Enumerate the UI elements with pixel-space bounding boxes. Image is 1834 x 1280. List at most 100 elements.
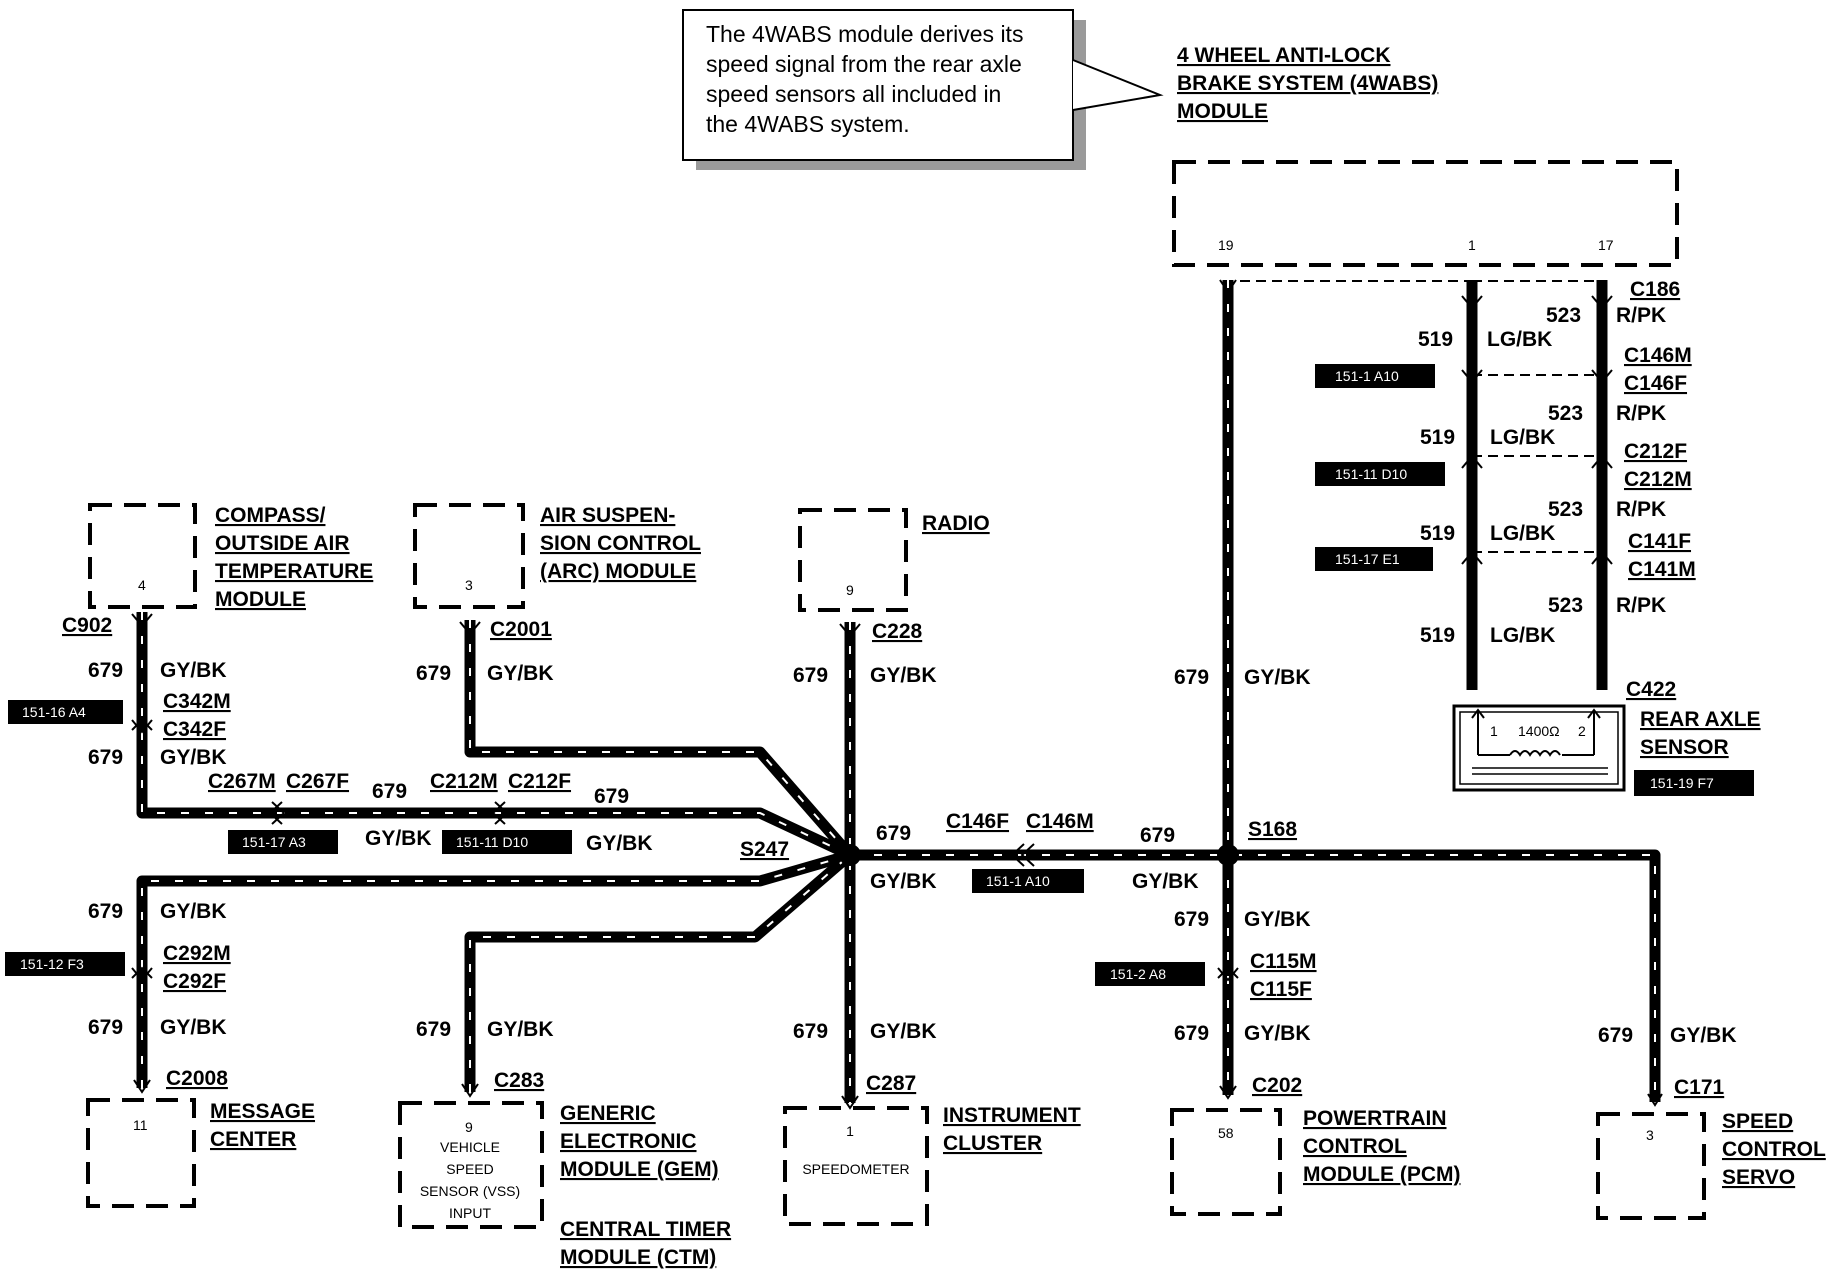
compass-title-4: MODULE [215,588,306,611]
connector-c212m-rear: C212M [1624,468,1692,491]
connector-c342f: C342F [163,718,226,741]
wire-color: GY/BK [365,827,432,850]
wire-circuit: 679 [594,785,629,808]
rear-left-circuit: 519 [1418,328,1453,351]
arc-title-1: AIR SUSPEN- [540,504,675,527]
rear-right-circuit: 523 [1546,304,1581,327]
pcm-title-3: MODULE (PCM) [1303,1163,1460,1186]
compass-title-2: OUTSIDE AIR [215,532,350,555]
rear-right-color: R/PK [1616,304,1666,327]
wire-color: GY/BK [1244,908,1311,931]
wire-circuit: 679 [1140,824,1175,847]
servo-pin: 3 [1646,1127,1654,1143]
rear-right-color: R/PK [1616,594,1666,617]
pcm-title-1: POWERTRAIN [1303,1107,1447,1130]
connector-c228: C228 [872,620,923,643]
connector-c283: C283 [494,1069,544,1092]
compass-pin: 4 [138,577,146,593]
rear-right-circuit: 523 [1548,402,1583,425]
ref-tag-text: 151-2 A8 [1110,966,1166,982]
ref-tag: 151-2 A8 [1095,962,1205,986]
connector-c212f-rear: C212F [1624,440,1687,463]
arc-pin: 3 [465,577,473,593]
connector-c287: C287 [866,1072,916,1095]
abs-module-box [1172,160,1679,267]
gem-module-box [398,1101,544,1229]
splice-s168-label: S168 [1248,818,1297,841]
message-center-title-2: CENTER [210,1128,296,1151]
sensor-title-1: REAR AXLE [1640,708,1761,731]
pcm-title-2: CONTROL [1303,1135,1407,1158]
ref-tag-text: 151-1 A10 [986,873,1050,889]
ref-tag: 151-1 A10 [972,869,1084,893]
rear-left-color: LG/BK [1490,624,1555,647]
abs-title-3: MODULE [1177,100,1268,123]
rear-right-color: R/PK [1616,402,1666,425]
ctm-title-1: CENTRAL TIMER [560,1218,731,1241]
ref-tag: 151-17 E1 [1315,547,1433,571]
gem-module: 9 VEHICLE SPEED SENSOR (VSS) INPUT GENER… [398,1101,731,1269]
connector-c422: C422 [1626,678,1676,701]
wire-color: GY/BK [160,659,227,682]
message-center-title-1: MESSAGE [210,1100,315,1123]
wire-circuit: 679 [1598,1024,1633,1047]
wire-circuit: 679 [793,664,828,687]
radio-pin: 9 [846,582,854,598]
wire-circuit: 679 [416,1018,451,1041]
servo-title-3: SERVO [1722,1166,1795,1189]
connector-c342m: C342M [163,690,231,713]
wire-color: GY/BK [1132,870,1199,893]
gem-inner-2: SPEED [446,1161,493,1177]
ref-tag-text: 151-16 A4 [22,704,86,720]
cluster-title-1: INSTRUMENT [943,1104,1081,1127]
connector-c212f: C212F [508,770,571,793]
wire-color: GY/BK [487,662,554,685]
wire-circuit: 679 [1174,1022,1209,1045]
wire-color: GY/BK [160,746,227,769]
connector-c2008: C2008 [166,1067,228,1090]
wire-harness [136,280,1661,1103]
rear-left-circuit: 519 [1420,522,1455,545]
ref-tag-text: 151-11 D10 [456,834,528,850]
compass-module-box [88,503,197,609]
ref-tag: 151-1 A10 [1315,364,1435,388]
ref-tag: 151-11 D10 [442,830,572,854]
wire-circuit: 679 [88,659,123,682]
connector-c141f: C141F [1628,530,1691,553]
wire-circuit: 679 [88,746,123,769]
abs-module: 4 WHEEL ANTI-LOCK BRAKE SYSTEM (4WABS) M… [1172,44,1679,267]
servo-module: 3 SPEED CONTROL SERVO [1596,1110,1826,1220]
wire-color: GY/BK [487,1018,554,1041]
wire-color: GY/BK [1244,666,1311,689]
wire-circuit: 679 [1174,666,1209,689]
wire-circuit: 679 [372,780,407,803]
sensor-resistance: 1400Ω [1518,723,1560,739]
cluster-inner: SPEEDOMETER [802,1161,909,1177]
ref-tag-text: 151-17 A3 [242,834,306,850]
splice-s168 [1217,844,1239,866]
rear-left-circuit: 519 [1420,624,1455,647]
rear-left-color: LG/BK [1490,426,1555,449]
wire-color: GY/BK [586,832,653,855]
arc-title-2: SION CONTROL [540,532,701,555]
splice-s247-label: S247 [740,838,789,861]
connector-c146f-rear: C146F [1624,372,1687,395]
radio-module: 9 RADIO [798,508,990,612]
ref-tag-text: 151-11 D10 [1335,466,1407,482]
connector-c146f: C146F [946,810,1009,833]
connector-c115f: C115F [1250,978,1312,1001]
abs-title-2: BRAKE SYSTEM (4WABS) [1177,72,1438,95]
compass-module: 4 COMPASS/ OUTSIDE AIR TEMPERATURE MODUL… [88,503,373,611]
gem-inner-1: VEHICLE [440,1139,500,1155]
rear-right-color: R/PK [1616,498,1666,521]
sensor-pin-1: 1 [1490,723,1498,739]
wire-circuit: 679 [876,822,911,845]
gem-inner-4: INPUT [449,1205,491,1221]
wire-circuit: 679 [1174,908,1209,931]
arc-module: 3 AIR SUSPEN- SION CONTROL (ARC) MODULE [413,503,701,609]
abs-pin-1: 1 [1468,237,1476,253]
pcm-module: 58 POWERTRAIN CONTROL MODULE (PCM) [1170,1107,1460,1216]
wire-circuit: 679 [88,900,123,923]
rear-left-color: LG/BK [1490,522,1555,545]
ctm-title-2: MODULE (CTM) [560,1246,716,1269]
